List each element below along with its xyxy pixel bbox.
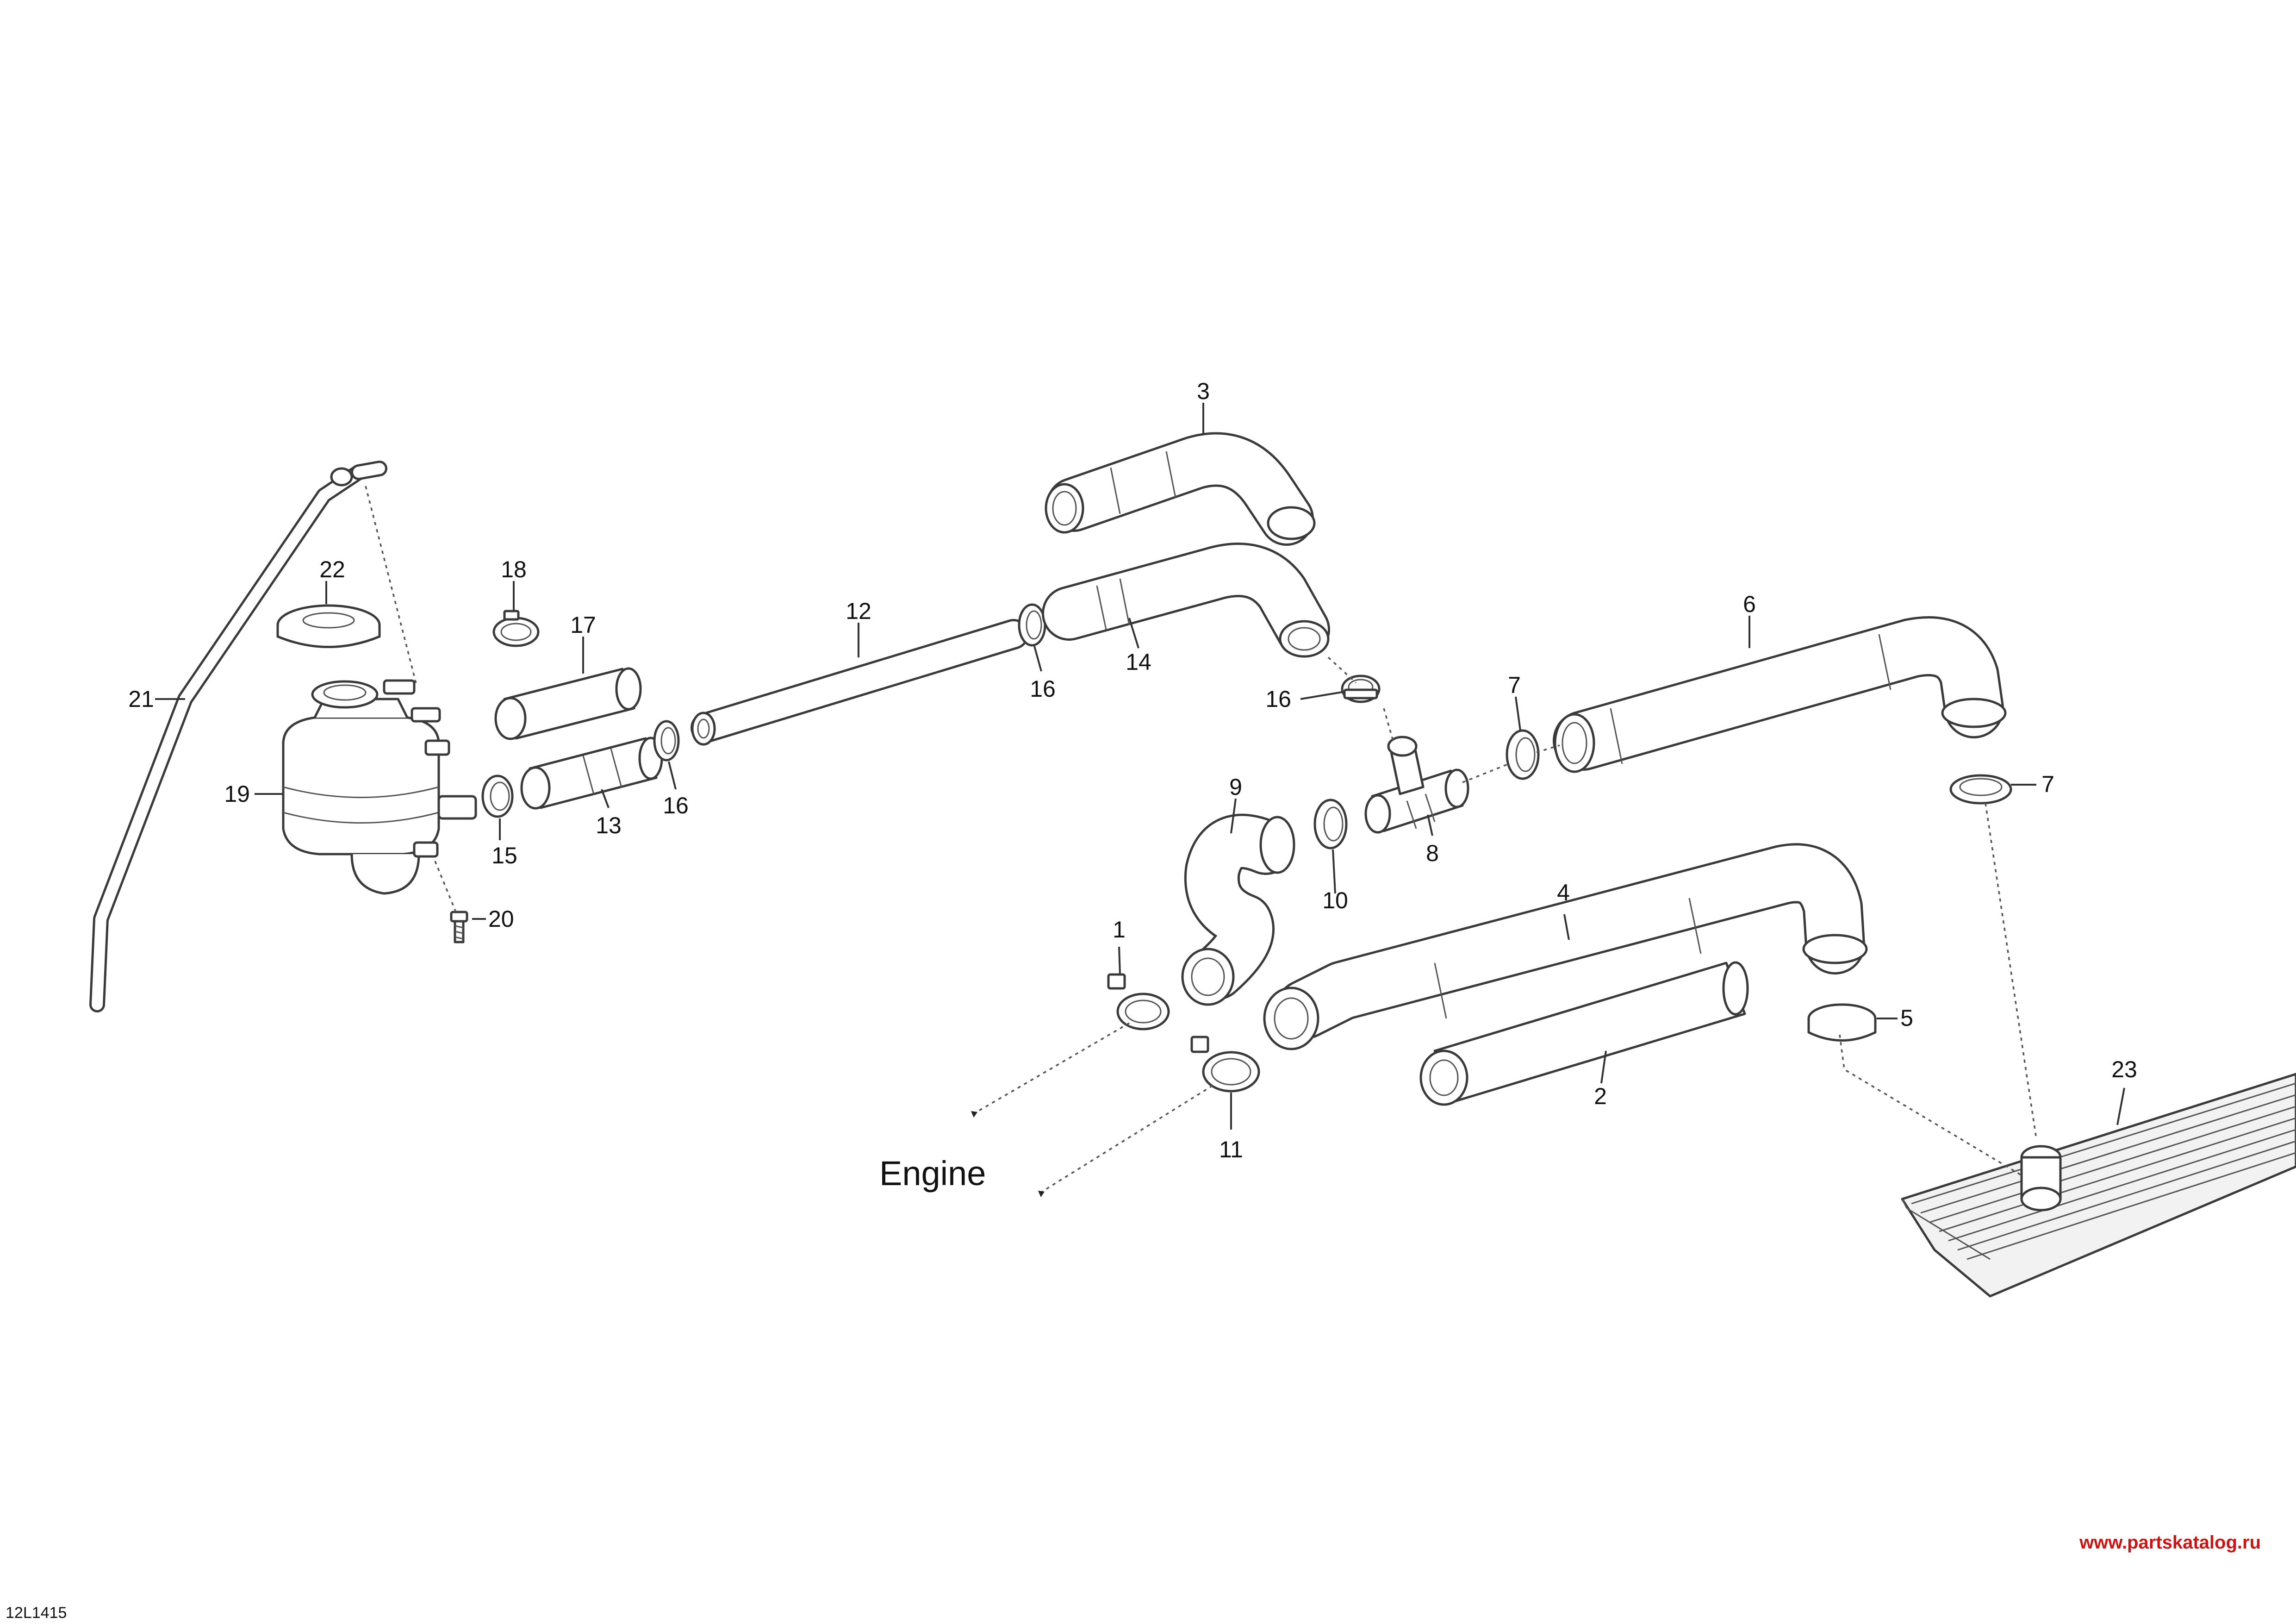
callout-13: 13 [596,812,622,838]
callout-20: 20 [488,906,514,932]
figure-code: 12L1415 [6,1604,67,1622]
callout-18: 18 [501,556,527,582]
callout-14: 14 [1126,649,1151,675]
part-20-bolt[interactable] [450,911,468,943]
part-3-hose[interactable] [1045,432,1316,546]
assembly-lines [365,486,2037,1193]
callout-23: 23 [2111,1056,2137,1082]
callout-5: 5 [1900,1005,1913,1031]
part-6-hose[interactable] [1553,616,2007,773]
callout-16a: 16 [663,793,689,818]
callout-12: 12 [846,598,871,624]
callout-4: 4 [1557,880,1570,906]
part-22-reservoir-cap[interactable] [276,604,381,648]
callout-6: 6 [1743,591,1756,617]
part-10-clamp[interactable] [1313,799,1348,849]
callout-9: 9 [1229,774,1242,800]
leader-lines [155,403,2125,1130]
callout-16b: 16 [1030,676,1056,702]
callout-17: 17 [570,612,596,638]
callout-22: 22 [319,556,345,582]
callout-7a: 7 [1508,672,1521,698]
callout-3: 3 [1197,378,1210,404]
engine-arrows [971,1111,1045,1197]
part-5-clamp[interactable] [1807,1003,1877,1042]
part-18-clamp[interactable] [492,610,540,647]
part-4-hose[interactable] [1263,843,1868,1050]
callout-labels: 1 2 3 4 5 6 7 7 8 9 10 11 12 13 14 15 16… [128,378,2137,1162]
callout-19: 19 [224,781,250,807]
part-23-radiator[interactable] [1901,1073,2296,1298]
part-8-t-connector[interactable] [1364,736,1469,834]
callout-1: 1 [1113,917,1126,943]
callout-10: 10 [1322,887,1348,913]
watermark: www.partskatalog.ru [2079,1532,2261,1553]
part-13-connector-hose[interactable] [520,737,663,810]
part-11-clamp[interactable] [1190,1036,1260,1093]
part-16-clamp-middle[interactable] [1018,603,1046,647]
callout-16c: 16 [1265,686,1291,712]
part-16-clamp-right[interactable] [1341,675,1381,703]
part-7-clamp-lower[interactable] [1949,774,2012,805]
callout-2: 2 [1594,1083,1607,1109]
part-15-clamp[interactable] [481,775,514,818]
engine-label: Engine [879,1154,986,1193]
part-7-clamp-upper[interactable] [1506,729,1540,780]
callout-7b: 7 [2041,771,2054,797]
part-14-hose[interactable] [1042,543,1330,658]
callout-15: 15 [492,843,517,868]
callout-21: 21 [128,686,154,712]
part-12-coolant-tube[interactable] [691,619,1029,746]
part-19-coolant-reservoir[interactable] [282,679,477,895]
part-1-clamp[interactable] [1107,973,1170,1031]
part-17-sleeve[interactable] [494,667,642,740]
callout-11: 11 [1219,1137,1243,1162]
part-9-s-hose[interactable] [1181,813,1295,1006]
callout-8: 8 [1426,840,1439,866]
part-16-clamp-left[interactable] [653,720,680,762]
part-2-hose[interactable] [1419,961,1749,1106]
